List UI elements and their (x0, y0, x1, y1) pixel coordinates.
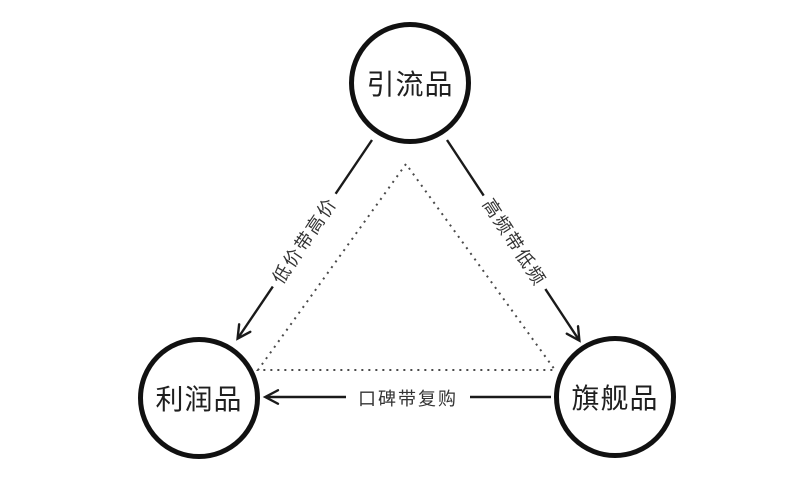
node-profit-product-label: 利润品 (155, 384, 243, 415)
node-profit-product: 利润品 (138, 337, 260, 459)
edge-label-word-of-mouth-drives-repurchase: 口碑带复购 (346, 383, 470, 413)
inner-dotted-triangle (256, 162, 557, 371)
node-traffic-product: 引流品 (349, 22, 471, 144)
node-traffic-product-label: 引流品 (366, 69, 454, 100)
node-flagship-product: 旗舰品 (554, 336, 676, 458)
node-flagship-product-label: 旗舰品 (571, 383, 659, 414)
